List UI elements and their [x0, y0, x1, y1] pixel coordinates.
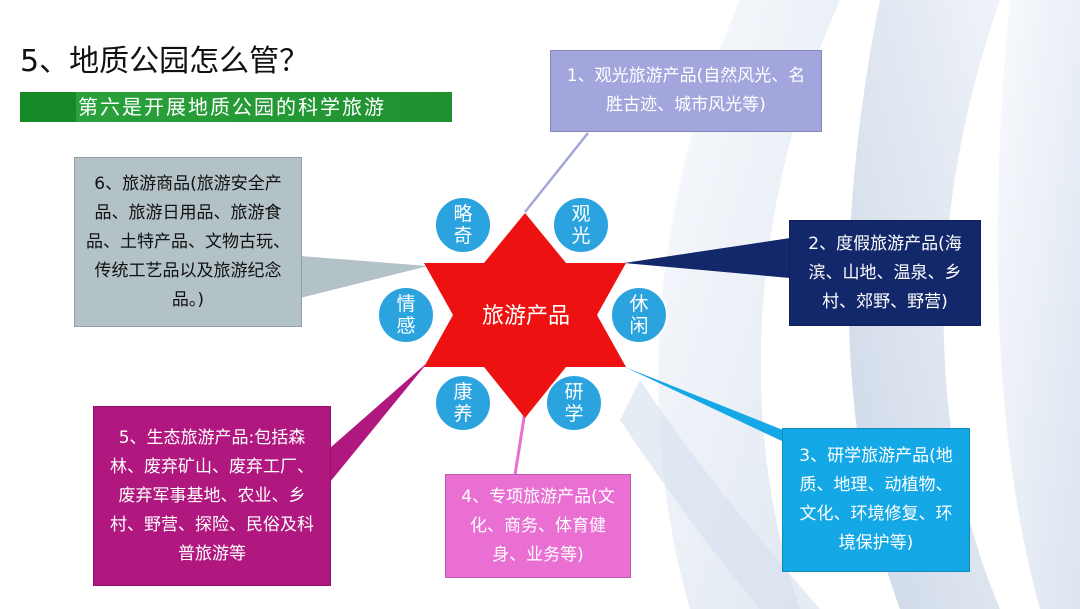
callout-study-tour: 3、研学旅游产品(地质、地理、动植物、文化、环境修复、环境保护等) — [782, 428, 970, 572]
circle-guanguang: 观光 — [552, 196, 610, 254]
slide-subtitle: 第六是开展地质公园的科学旅游 — [20, 92, 452, 122]
center-label: 旅游产品 — [481, 304, 570, 329]
circle-lueqi: 略奇 — [434, 196, 492, 254]
connector-6 — [300, 256, 428, 298]
callout-vacation: 2、度假旅游产品(海滨、山地、温泉、乡村、郊野、野营) — [789, 220, 981, 326]
circle-kangyang: 康养 — [434, 374, 492, 432]
circle-qinggan: 情感 — [377, 286, 435, 344]
callout-special: 4、专项旅游产品(文化、商务、体育健身、业务等) — [445, 474, 631, 578]
callout-sightseeing: 1、观光旅游产品(自然风光、名胜古迹、城市风光等) — [550, 50, 822, 132]
slide-title: 5、地质公园怎么管？ — [20, 44, 310, 79]
circle-yanxue: 研学 — [545, 374, 603, 432]
connector-5 — [330, 362, 428, 482]
circle-xiuxian: 休闲 — [610, 286, 668, 344]
connector-1 — [524, 132, 589, 213]
callout-eco: 5、生态旅游产品:包括森林、废弃矿山、废弃工厂、废弃军事基地、农业、乡村、野营、… — [93, 406, 331, 586]
callout-merchandise: 6、旅游商品(旅游安全产品、旅游日用品、旅游食品、土特产品、文物古玩、传统工艺品… — [74, 157, 302, 327]
connector-2 — [624, 238, 790, 278]
center-star — [424, 213, 626, 418]
connector-3 — [625, 367, 818, 458]
